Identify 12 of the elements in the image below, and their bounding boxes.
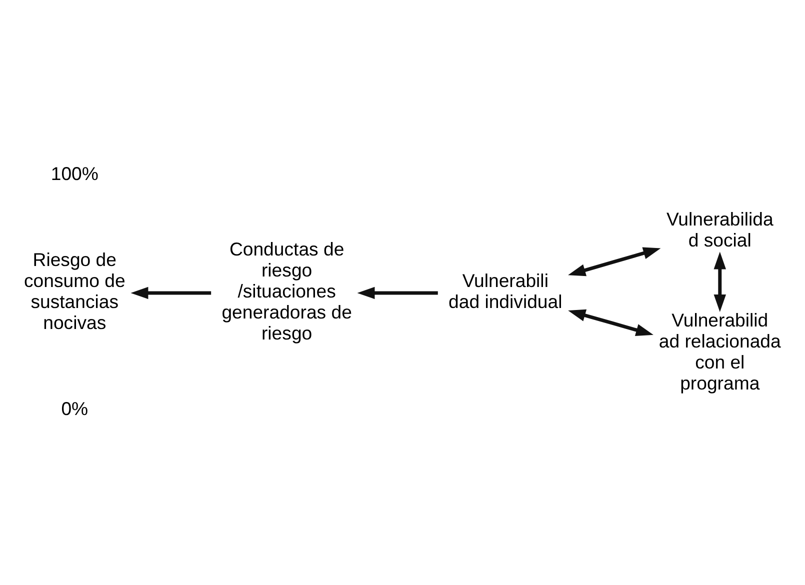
node-text: Riesgo de consumo de sustancias nocivas — [24, 248, 126, 332]
arrow — [568, 246, 661, 276]
arrow — [714, 251, 726, 312]
arrow — [130, 286, 212, 299]
arrow — [568, 308, 654, 336]
label: 100% — [50, 162, 98, 184]
node-text: Vulnerabilida d social — [666, 208, 774, 250]
node-text: Vulnerabilid ad relacionada con el programa — [658, 308, 781, 393]
node-text: Vulnerabili dad individual — [448, 269, 562, 312]
arrow — [357, 286, 438, 299]
node-text: Conductas de riesgo /situaciones generadoras de riesgo — [222, 238, 352, 343]
label: 0% — [61, 397, 88, 418]
